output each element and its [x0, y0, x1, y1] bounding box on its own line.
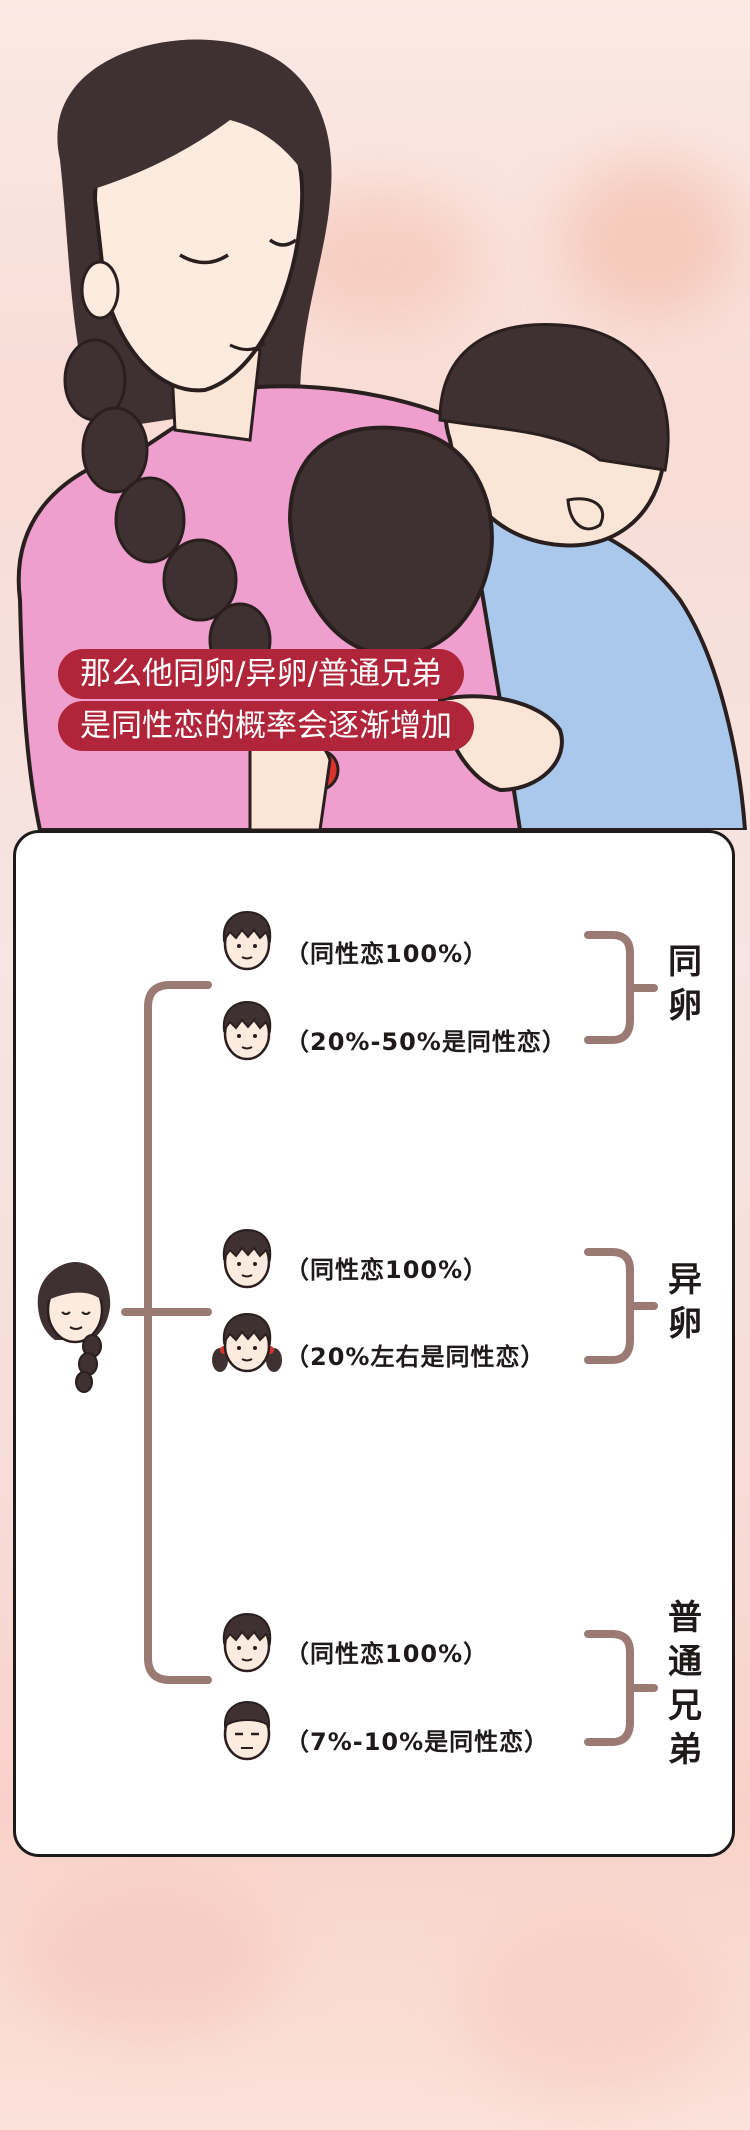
older-brother-face-icon — [223, 1700, 271, 1761]
background-wash — [20, 1880, 280, 2040]
sibling-brother2-label: （7%-10%是同性恋） — [285, 1728, 550, 1756]
boy-face-icon — [222, 1612, 272, 1673]
identical-brother2-label: （20%-50%是同性恋） — [285, 1028, 567, 1056]
background-wash — [460, 1920, 720, 2100]
girl-face-icon — [212, 1312, 282, 1373]
fraternal-brother1-label: （同性恋100%） — [285, 1256, 489, 1284]
ordinary-siblings-label: 普 通 兄 弟 — [668, 1598, 702, 1770]
boy-face-icon — [222, 910, 272, 971]
background-wash — [560, 160, 740, 320]
caption-line-2: 是同性恋的概率会逐渐增加 — [58, 701, 474, 751]
fraternal-sister-label: （20%左右是同性恋） — [285, 1343, 546, 1371]
identical-twins-label: 同 卵 — [668, 942, 702, 1026]
sibling-brother1-label: （同性恋100%） — [285, 1640, 489, 1668]
identical-brother1-label: （同性恋100%） — [285, 940, 489, 968]
boy-face-icon — [222, 1228, 272, 1289]
mother-face-icon — [37, 1262, 111, 1393]
boy-face-icon — [222, 1000, 272, 1061]
caption-line-1: 那么他同卵/异卵/普通兄弟 — [58, 649, 464, 699]
fraternal-twins-label: 异 卵 — [668, 1260, 702, 1344]
